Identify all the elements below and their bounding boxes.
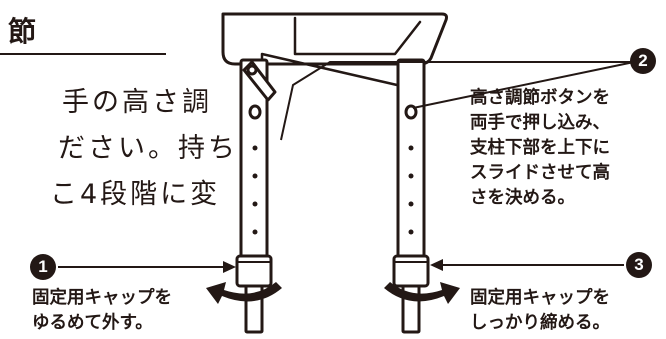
right-post-hole: [408, 145, 414, 151]
right-post-hole: [408, 229, 414, 235]
step-2-line: 両手で押し込み、: [470, 113, 610, 133]
step-3-line: しっかり締める。: [470, 313, 610, 333]
step-3-badge: 3: [626, 252, 652, 278]
section-heading: 節: [8, 15, 38, 48]
callout-2-leader-right: [412, 61, 635, 109]
paragraph-line-3: こ4段階に変: [50, 179, 221, 210]
paragraph-line-1: 手の高さ調: [62, 87, 212, 118]
left-post-hole: [252, 229, 258, 235]
step-2-text: 高さ調節ボタンを 両手で押し込み、 支柱下部を上下に スライドさせて高 さを決め…: [470, 86, 610, 211]
right-fixing-cap: [392, 254, 430, 288]
step-2-badge: 2: [630, 48, 656, 74]
left-post-hole: [252, 173, 258, 179]
paragraph-line-2: ださい。持ち: [58, 133, 238, 164]
step-1-text: 固定用キャップを ゆるめて外す。: [32, 286, 172, 336]
step-3-line: 固定用キャップを: [470, 288, 610, 308]
left-post-hole: [252, 145, 258, 151]
loosen-rotation-arrow: [206, 282, 282, 304]
handle-grip-block: [221, 12, 448, 66]
step-3-text: 固定用キャップを しっかり締める。: [470, 286, 610, 336]
left-post-lower: [244, 280, 264, 334]
tighten-rotation-arrow: [384, 282, 460, 304]
right-post-hole: [408, 201, 414, 207]
callout-1-arrowhead: [223, 261, 236, 273]
right-post-hole: [408, 173, 414, 179]
callout-2-leader-left: [280, 61, 634, 141]
step-2-line: スライドさせて高: [470, 163, 610, 183]
heading-underline: [0, 53, 166, 55]
left-clamp-pivot: [246, 64, 258, 76]
step-2-line: 支柱下部を上下に: [470, 138, 610, 158]
step-2-line: 高さ調節ボタンを: [470, 88, 610, 108]
step-2-line: さを決める。: [470, 188, 575, 208]
step-1-line: ゆるめて外す。: [32, 313, 153, 333]
left-fixing-cap: [235, 254, 273, 288]
right-height-button: [404, 104, 418, 120]
left-post-hole: [252, 201, 258, 207]
handle-grip-bevel: [293, 16, 422, 56]
step-1-line: 固定用キャップを: [32, 288, 172, 308]
step-1-badge: 1: [30, 254, 56, 280]
right-post-lower: [401, 280, 421, 334]
callout-3-arrowhead: [430, 259, 443, 271]
left-height-button: [248, 104, 262, 120]
